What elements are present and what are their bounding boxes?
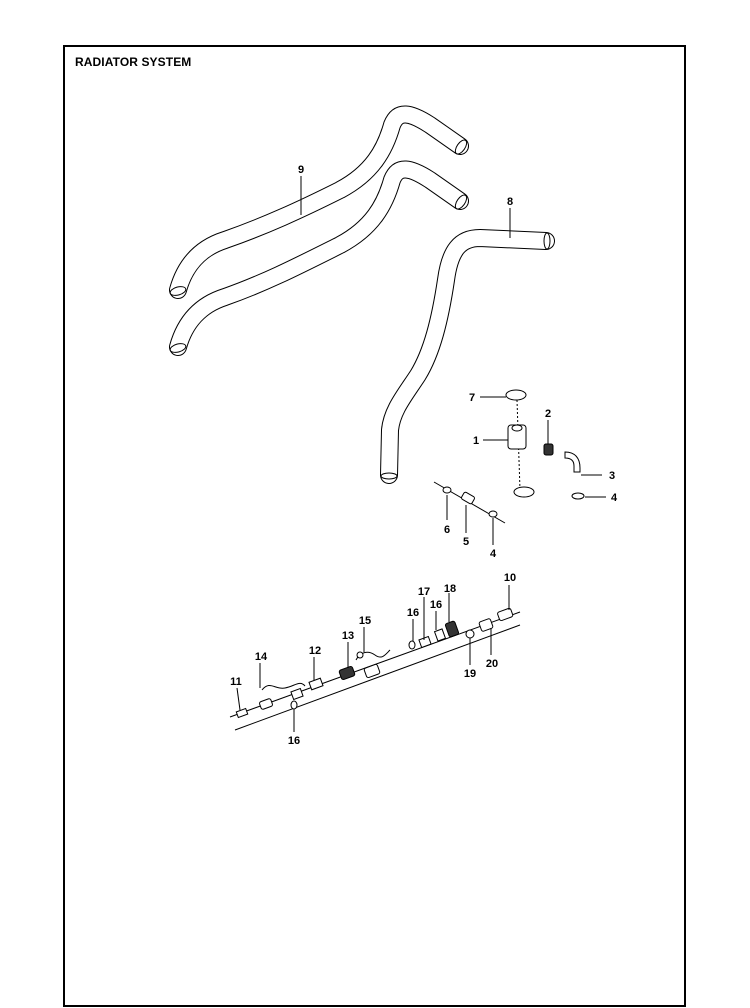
fitting-20 (478, 618, 494, 632)
washer-6 (442, 486, 452, 494)
callout-leaders (236, 176, 606, 732)
callout-8: 8 (507, 196, 513, 208)
fitting-row (433, 481, 506, 524)
callout-16-lower: 16 (288, 735, 300, 747)
fitting-10 (497, 607, 514, 622)
fitting-5 (461, 491, 475, 505)
callout-16-middle: 16 (407, 607, 419, 619)
callout-15: 15 (359, 615, 371, 627)
callout-7: 7 (469, 392, 475, 404)
callout-20: 20 (486, 658, 498, 670)
elbow-3 (564, 451, 581, 473)
hose-clamp-7 (505, 389, 527, 401)
hose-clamp-lower (513, 486, 535, 498)
callout-3: 3 (609, 470, 615, 482)
callout-9: 9 (298, 164, 304, 176)
page-title: RADIATOR SYSTEM (75, 55, 192, 69)
callout-14: 14 (255, 651, 268, 663)
callout-17: 17 (418, 586, 430, 598)
callout-5: 5 (463, 536, 469, 548)
connector-13 (338, 665, 356, 681)
thermostat-assembly (505, 389, 585, 500)
callout-4-lower: 4 (490, 548, 497, 560)
washer-16-lower (290, 700, 298, 710)
callout-4-right: 4 (611, 492, 618, 504)
hose-clamp-4 (571, 492, 585, 500)
fitting-18 (444, 620, 460, 638)
callout-10: 10 (504, 572, 516, 584)
sensor-line-assembly (229, 607, 521, 731)
callout-12: 12 (309, 645, 321, 657)
washer-19 (465, 629, 475, 639)
hose-8 (380, 229, 555, 484)
hose-9-lower (169, 160, 469, 356)
callout-18: 18 (444, 583, 456, 595)
callout-16-upper: 16 (430, 599, 442, 611)
fitting-2 (543, 443, 554, 456)
clamp-4 (488, 510, 498, 518)
callout-1: 1 (473, 435, 479, 447)
callout-13: 13 (342, 630, 354, 642)
callout-19: 19 (464, 668, 476, 680)
callout-6: 6 (444, 524, 450, 536)
callout-11: 11 (230, 676, 242, 688)
callout-2: 2 (545, 408, 551, 420)
hose-9-upper (169, 105, 469, 299)
